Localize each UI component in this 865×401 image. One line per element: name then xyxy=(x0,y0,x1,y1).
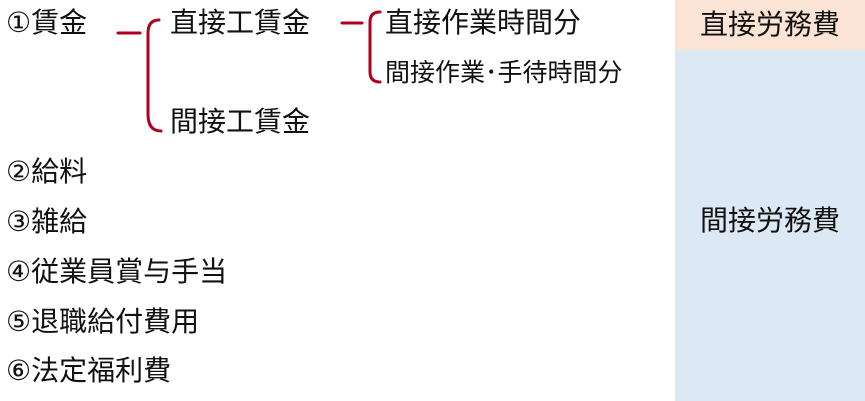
indirect-wait-time-label: 間接作業･手待時間分 xyxy=(385,58,623,87)
wage-split-bracket xyxy=(116,18,163,133)
direct-wage-split-bracket xyxy=(340,10,382,84)
list-item: ⑤退職給付費用 xyxy=(6,305,200,338)
indirect-labor-panel: 間接労務費 xyxy=(675,50,865,401)
indirect-labor-label: 間接労務費 xyxy=(699,204,840,237)
list-item: ⑥法定福利費 xyxy=(6,354,172,387)
direct-labor-panel: 直接労務費 xyxy=(675,0,865,50)
list-item: ④従業員賞与手当 xyxy=(6,255,228,288)
direct-work-time-label: 直接作業時間分 xyxy=(385,6,582,39)
list-item: ②給料 xyxy=(6,155,88,188)
indirect-wage-label: 間接工賃金 xyxy=(170,105,311,138)
direct-wage-label: 直接工賃金 xyxy=(170,6,311,39)
wage-label: ①賃金 xyxy=(6,6,88,39)
direct-labor-label: 直接労務費 xyxy=(699,8,840,41)
list-item: ③雑給 xyxy=(6,205,88,238)
